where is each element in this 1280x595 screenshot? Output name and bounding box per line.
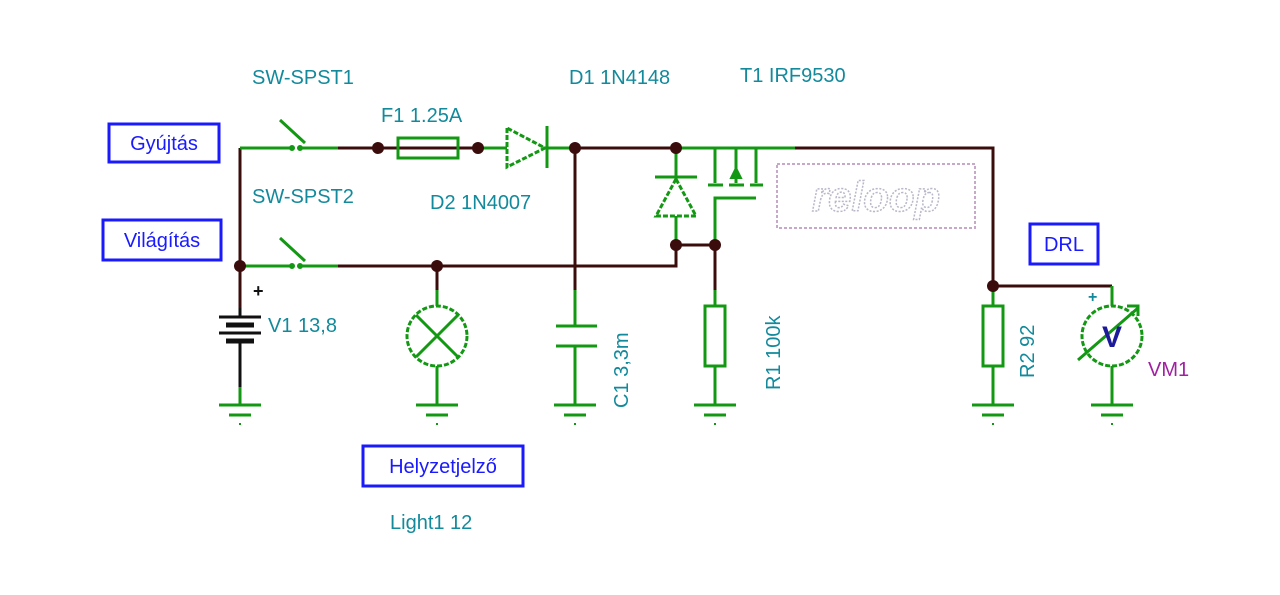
junction-dot <box>234 260 246 272</box>
ground-icon <box>1091 403 1133 425</box>
ground-icon <box>972 403 1014 425</box>
fuse-f1[interactable] <box>396 136 460 160</box>
svg-text:Világítás: Világítás <box>124 230 200 252</box>
ground-symbols <box>219 403 1133 425</box>
watermark-logo: reloop <box>776 163 976 229</box>
net-label-drl[interactable]: DRL <box>1028 222 1100 266</box>
ground-icon <box>694 403 736 425</box>
junction-dot <box>431 260 443 272</box>
label-t1: T1 IRF9530 <box>740 65 846 87</box>
wires <box>238 146 1112 308</box>
junction-dot <box>670 239 682 251</box>
diode-d1[interactable] <box>653 148 699 245</box>
label-c1: C1 3,3m <box>611 332 633 408</box>
net-label-position-light[interactable]: Helyzetjelző <box>361 444 525 488</box>
switch-sw-spst2[interactable] <box>240 236 338 269</box>
junction-dot <box>472 142 484 154</box>
svg-text:Gyújtás: Gyújtás <box>130 133 198 155</box>
junction-dot <box>670 142 682 154</box>
net-label-ignition[interactable]: Gyújtás <box>107 122 221 164</box>
label-r2: R2 92 <box>1017 325 1039 378</box>
junction-dot <box>987 280 999 292</box>
mosfet-t1[interactable] <box>676 146 795 245</box>
junction-dot <box>709 239 721 251</box>
net-label-lighting[interactable]: Világítás <box>101 218 223 262</box>
diode-d2[interactable] <box>478 125 575 170</box>
watermark-text: reloop <box>812 173 940 220</box>
lamp-light1[interactable] <box>405 290 469 405</box>
wire-sw2-row <box>338 245 678 268</box>
svg-text:DRL: DRL <box>1044 234 1084 256</box>
junction-dot <box>569 142 581 154</box>
junction-dot <box>372 142 384 154</box>
voltmeter-symbol: V <box>1102 321 1122 354</box>
ground-icon <box>416 403 458 425</box>
label-r1: R1 100k <box>763 315 785 390</box>
resistor-r2[interactable] <box>981 286 1005 405</box>
label-vm1: VM1 <box>1148 359 1189 381</box>
label-sw1: SW-SPST1 <box>252 67 354 89</box>
resistor-r1[interactable] <box>703 290 727 405</box>
capacitor-c1[interactable] <box>556 290 597 405</box>
label-sw2: SW-SPST2 <box>252 186 354 208</box>
battery-v1[interactable]: + <box>219 281 264 405</box>
label-fuse: F1 1.25A <box>381 105 463 127</box>
voltmeter-vm1[interactable]: V + <box>1077 286 1144 405</box>
ground-icon <box>554 403 596 425</box>
svg-text:Helyzetjelző: Helyzetjelző <box>389 456 497 478</box>
wire-drain-drl <box>795 146 995 286</box>
switch-sw-spst1[interactable] <box>240 118 338 151</box>
label-d1: D1 1N4148 <box>569 67 670 89</box>
ground-icon <box>219 403 261 425</box>
battery-polarity: + <box>253 281 264 301</box>
label-d2: D2 1N4007 <box>430 192 531 214</box>
label-v1: V1 13,8 <box>268 315 337 337</box>
voltmeter-polarity: + <box>1088 289 1097 306</box>
label-light1: Light1 12 <box>390 512 472 534</box>
junctions <box>234 142 999 292</box>
